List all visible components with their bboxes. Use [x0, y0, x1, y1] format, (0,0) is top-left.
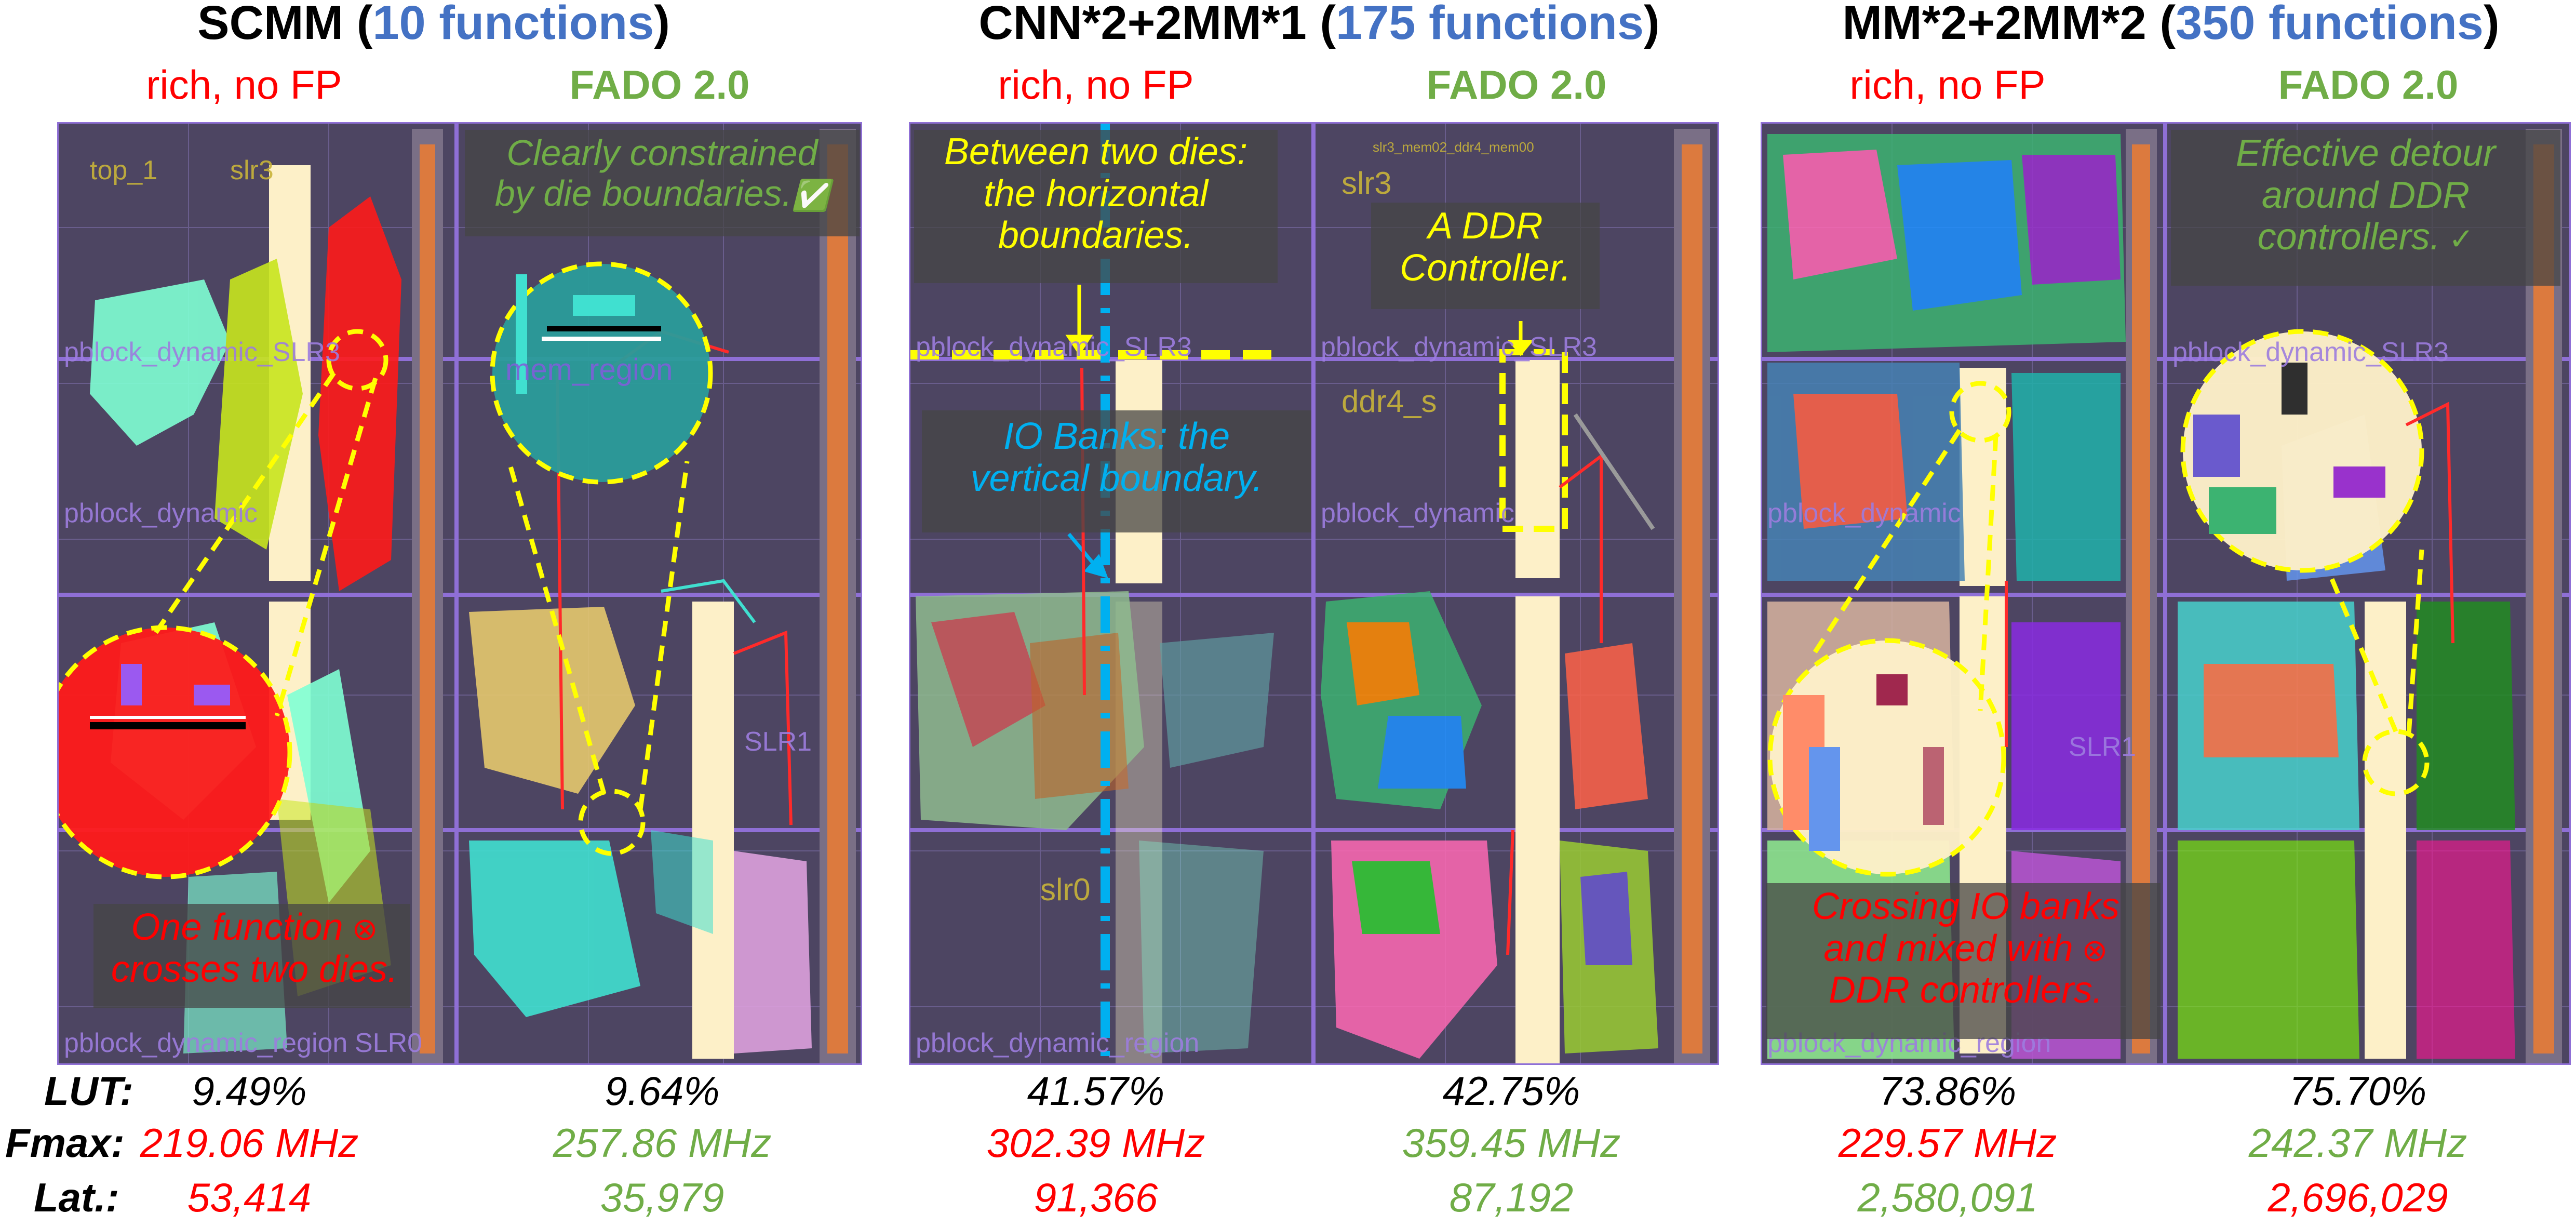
- metric-lat: 53,414: [187, 1175, 312, 1220]
- metric-fmax: 229.57 MHz: [1838, 1120, 2057, 1166]
- metric-lat: 87,192: [1449, 1175, 1574, 1220]
- metric-fmax: 302.39 MHz: [986, 1120, 1205, 1166]
- pblock-label: ddr4_s: [1341, 384, 1437, 419]
- check-circle-icon: ✓: [2440, 222, 2474, 257]
- metric-lut: 73.86%: [1879, 1068, 2017, 1114]
- metric-label-lut: LUT:: [44, 1068, 133, 1114]
- metric-fmax: 219.06 MHz: [140, 1120, 359, 1166]
- column-title-scmm: SCMM (10 functions): [57, 0, 810, 50]
- pblock-label: SLR1: [2069, 732, 2137, 762]
- pblock-label: slr3: [1341, 166, 1392, 201]
- metric-fmax: 242.37 MHz: [2248, 1120, 2467, 1166]
- annotation-background: [93, 904, 410, 1008]
- pblock-label: top_1: [90, 155, 158, 185]
- metric-fmax: 359.45 MHz: [1402, 1120, 1621, 1166]
- annotation-background: [2171, 130, 2560, 286]
- pblock-label: slr3_mem02_ddr4_mem00: [1373, 139, 1534, 155]
- floorplan-drawing: [910, 124, 1718, 1063]
- metric-lat: 35,979: [600, 1175, 725, 1220]
- column-title-cnn: CNN*2+2MM*1 (175 functions): [904, 0, 1735, 50]
- pblock-label: pblock_dynamic: [1321, 498, 1514, 528]
- subtitle-fado: FADO 2.0: [569, 62, 750, 108]
- cross-circle-icon: ⊗: [343, 912, 378, 946]
- pblock-label: SLR0: [355, 1028, 423, 1058]
- metric-lut: 9.64%: [605, 1068, 720, 1114]
- pblock-label: pblock_dynamic_SLR3: [1321, 332, 1597, 362]
- function-count: 350 functions: [2175, 0, 2484, 49]
- pblock-label: pblock_dynamic: [1767, 498, 1961, 528]
- metric-lat: 2,696,029: [2268, 1175, 2448, 1220]
- pblock-label: pblock_dynamic_SLR3: [916, 332, 1192, 362]
- pblock-label: pblock_dynamic_region: [916, 1028, 1200, 1058]
- floorplan-drawing: [59, 124, 861, 1063]
- function-count: 175 functions: [1335, 0, 1644, 49]
- metric-lut: 42.75%: [1442, 1068, 1580, 1114]
- subtitle-baseline: rich, no FP: [1849, 62, 2046, 108]
- pblock-label: pblock_dynamic_SLR3: [2172, 337, 2449, 367]
- check-circle-icon: ✅: [791, 179, 830, 213]
- metric-fmax: 257.86 MHz: [553, 1120, 772, 1166]
- metric-lat: 2,580,091: [1857, 1175, 2038, 1220]
- cross-circle-icon: ⊗: [2073, 932, 2108, 968]
- pblock-label: slr0: [1040, 872, 1091, 907]
- annotation-background: [914, 130, 1278, 283]
- metric-lut: 41.57%: [1027, 1068, 1165, 1114]
- annotation-io-banks: IO Banks: the vertical boundary.: [970, 416, 1263, 499]
- annotation-crossing-io: Crossing IO banks and mixed with ⊗ DDR c…: [1812, 886, 2120, 1011]
- annotation-one-function: One function ⊗ crosses two dies.: [111, 906, 398, 990]
- metric-lut: 9.49%: [192, 1068, 307, 1114]
- subtitle-baseline: rich, no FP: [998, 62, 1194, 108]
- annotation-background: [465, 130, 860, 236]
- pblock-label: pblock_dynamic: [64, 498, 258, 528]
- subtitle-baseline: rich, no FP: [146, 62, 342, 108]
- pblock-label: SLR1: [744, 727, 812, 757]
- metric-lat: 91,366: [1034, 1175, 1158, 1220]
- annotation-clearly-constrained: Clearly constrained by die boundaries.✅: [494, 132, 830, 214]
- pblock-label: mem_region: [505, 353, 673, 386]
- column-title-mm: MM*2+2MM*2 (350 functions): [1766, 0, 2576, 50]
- annotation-background: [1766, 883, 2161, 1039]
- annotation-background: [1371, 203, 1600, 309]
- subtitle-fado: FADO 2.0: [1426, 62, 1607, 108]
- function-count: 10 functions: [372, 0, 654, 49]
- pblock-label: slr3: [230, 155, 274, 185]
- metric-label-lat: Lat.:: [34, 1175, 119, 1220]
- pblock-label: pblock_dynamic_SLR3: [64, 337, 340, 367]
- metric-lut: 75.70%: [2289, 1068, 2427, 1114]
- subtitle-fado: FADO 2.0: [2278, 62, 2459, 108]
- metric-label-fmax: Fmax:: [5, 1120, 125, 1166]
- annotation-background: [922, 410, 1311, 532]
- annotation-between-dies: Between two dies: the horizontal boundar…: [944, 131, 1248, 257]
- floorplan-panel-cnn: pblock_dynamic_SLR3 pblock_dynamic_SLR3 …: [909, 122, 1719, 1065]
- annotation-ddr-controller: A DDR Controller.: [1400, 205, 1571, 289]
- annotation-effective-detour: Effective detour around DDR controllers.…: [2235, 132, 2496, 258]
- pblock-label: pblock_dynamic_region: [64, 1028, 348, 1058]
